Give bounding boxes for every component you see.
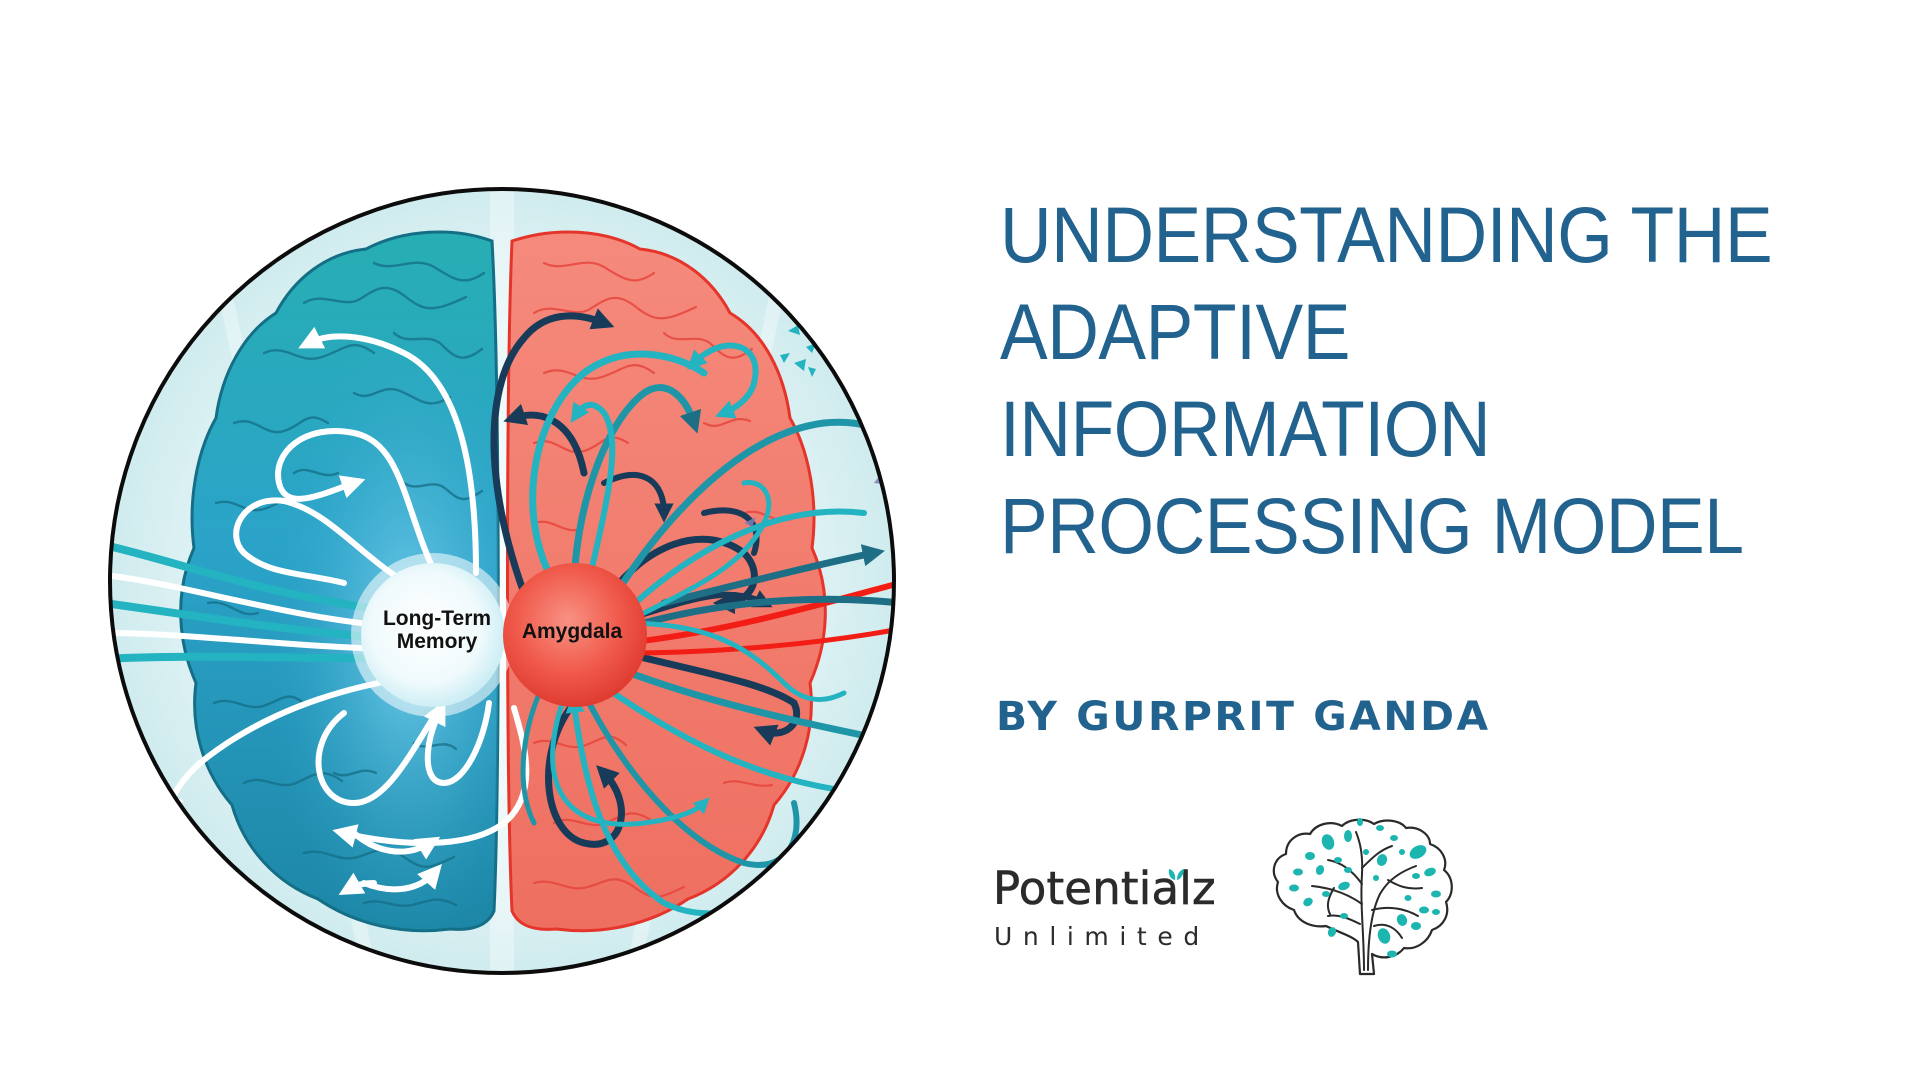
brand-name: Potentialz bbox=[993, 862, 1216, 916]
title-line-3: INFORMATION bbox=[1000, 384, 1491, 473]
brain-tree-icon bbox=[1268, 814, 1456, 976]
amygdala-node bbox=[503, 563, 647, 707]
long-term-memory-label: Long-Term Memory bbox=[367, 607, 507, 653]
title-line-1: UNDERSTANDING THE bbox=[1000, 190, 1773, 279]
slide-title: UNDERSTANDING THE ADAPTIVE INFORMATION P… bbox=[1000, 186, 1773, 574]
leaf-icon bbox=[1168, 869, 1184, 880]
long-term-memory-node bbox=[351, 553, 515, 717]
amygdala-label: Amygdala bbox=[521, 620, 623, 643]
author-byline: BY GURPRIT GANDA bbox=[996, 694, 1491, 740]
ltm-label-line1: Long-Term bbox=[382, 607, 492, 630]
brand-wordmark: Potentialz Unlimited bbox=[993, 862, 1253, 962]
title-line-4: PROCESSING MODEL bbox=[1000, 481, 1744, 570]
brand-tagline: Unlimited bbox=[994, 922, 1210, 951]
ltm-label-line2: Memory bbox=[396, 630, 478, 653]
brain-diagram-graphic bbox=[108, 187, 896, 975]
brain-illustration: Long-Term Memory Amygdala bbox=[104, 183, 900, 979]
title-line-2: ADAPTIVE bbox=[1000, 287, 1350, 376]
